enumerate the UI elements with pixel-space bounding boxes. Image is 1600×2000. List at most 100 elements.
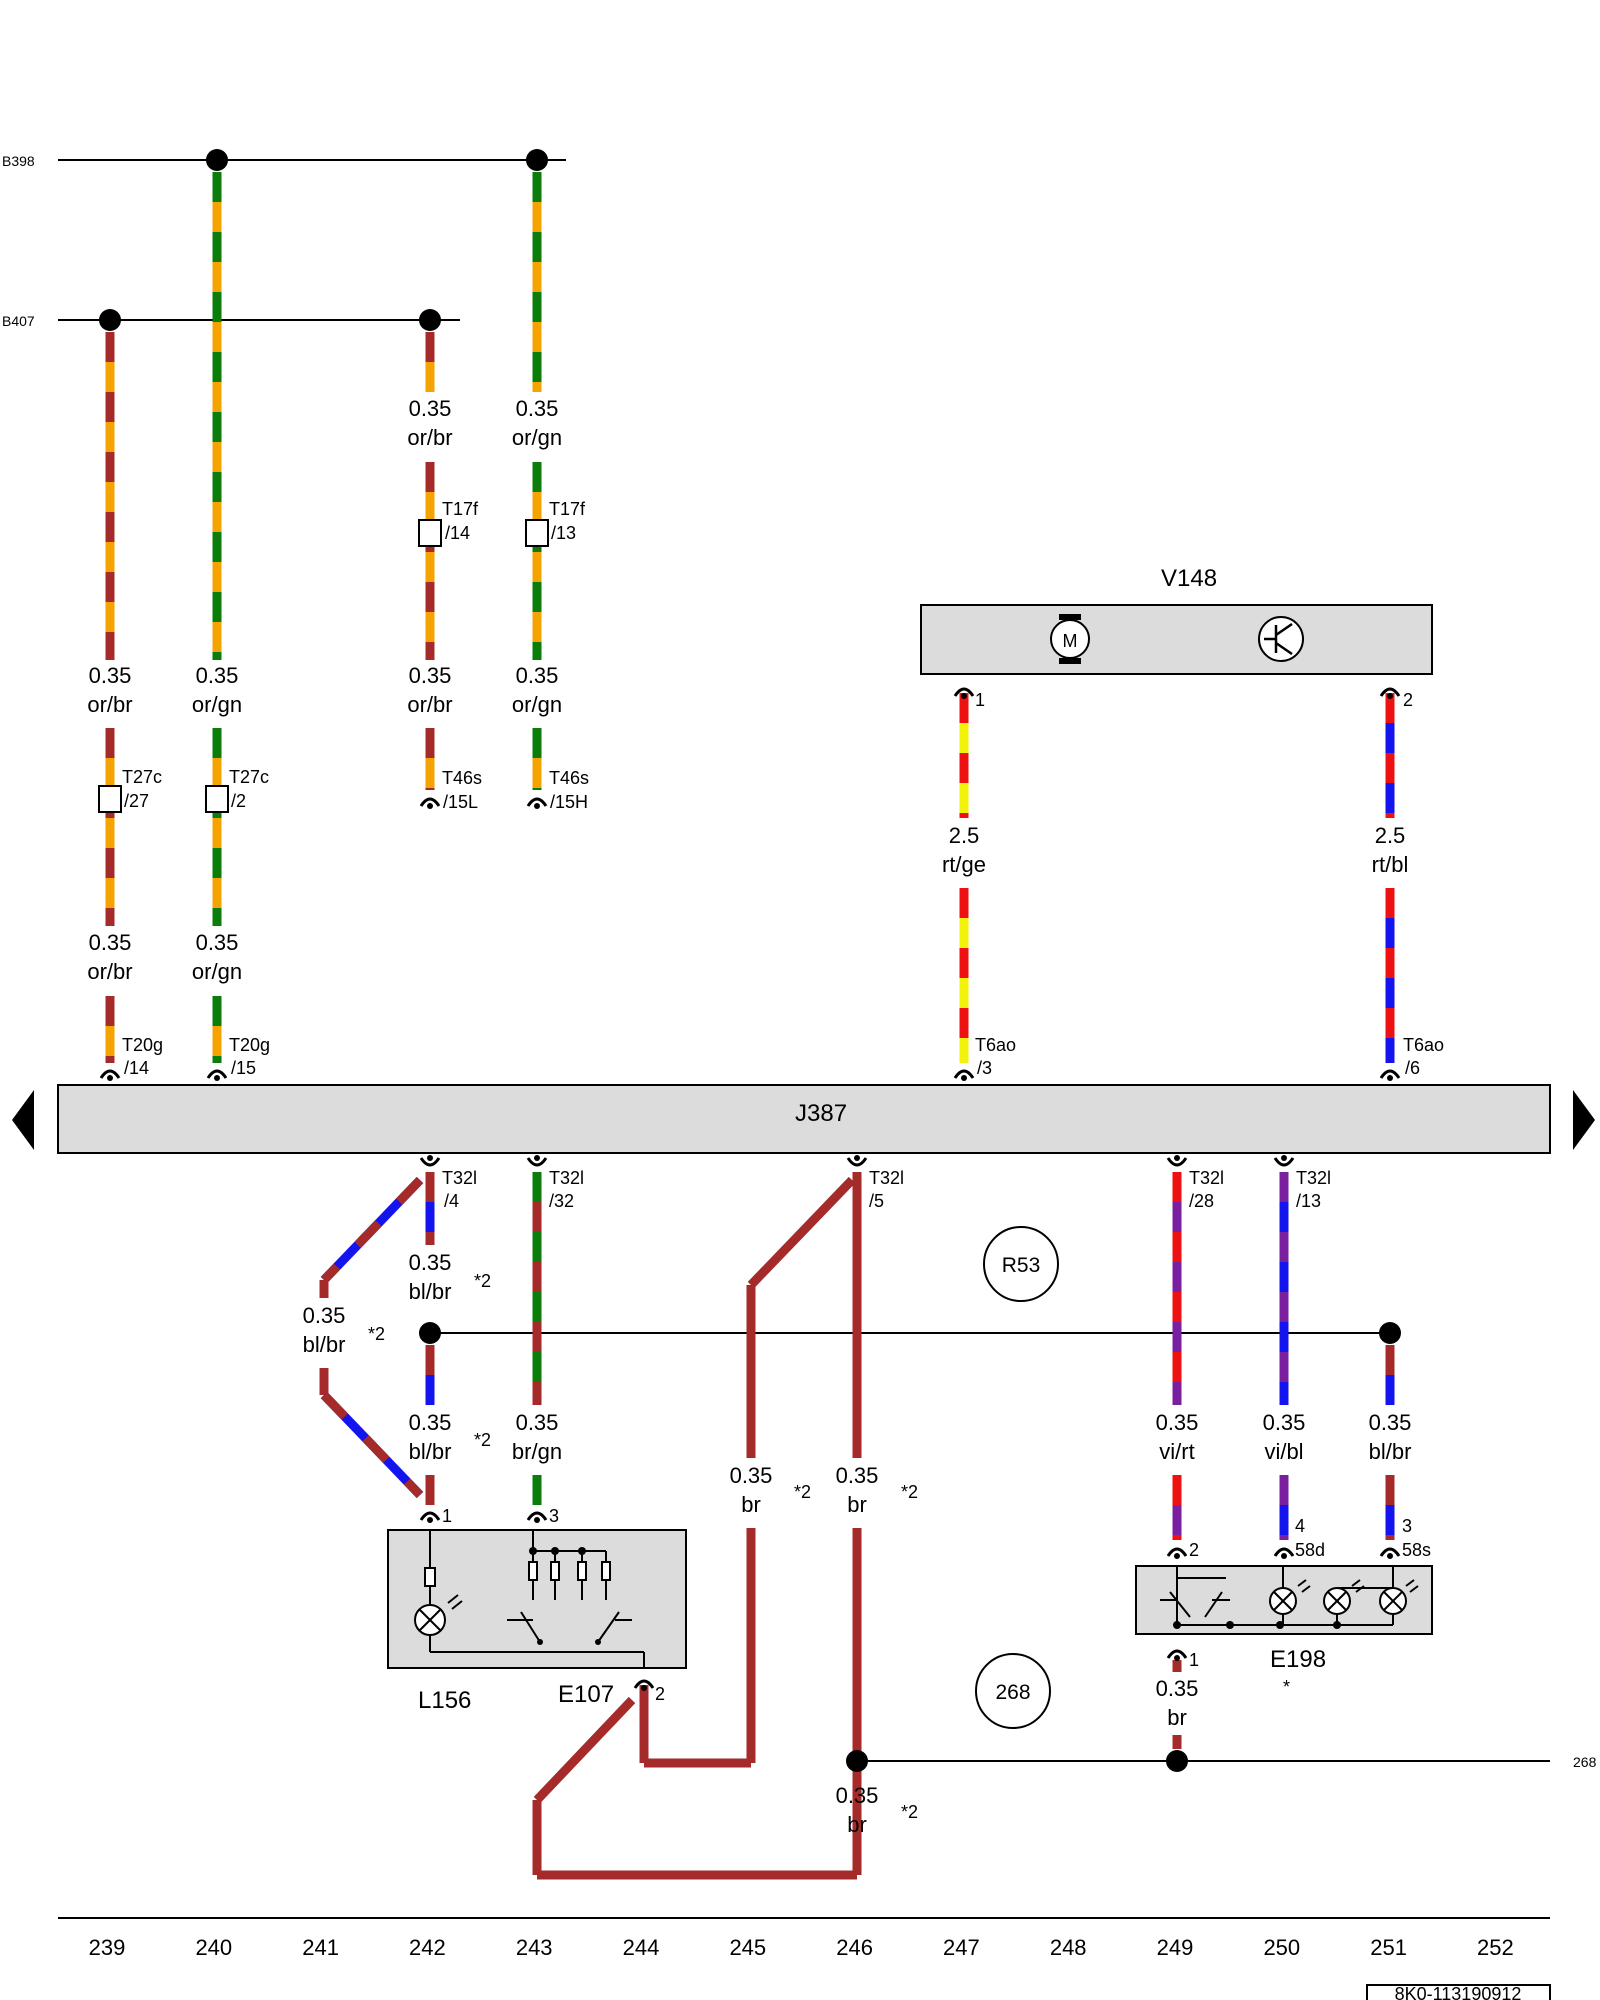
footer-column-number: 241 (302, 1935, 339, 1960)
connector-label: T27c (229, 767, 269, 787)
bus-lines (58, 159, 1550, 1919)
pin-plug (953, 687, 975, 697)
wire-size: 0.35 (516, 663, 559, 688)
pin-plug-contact (1281, 1553, 1287, 1559)
connector-label: T32l (1189, 1168, 1224, 1188)
pin-label: 3 (549, 1506, 559, 1526)
wire-color: or/br (87, 959, 132, 984)
wire-labels: 0.35 or/br 0.35 or/gn 0.35 or/br 0.35 or… (87, 396, 1411, 1837)
connector-label: T6ao (1403, 1035, 1444, 1055)
wire-size: 0.35 (89, 663, 132, 688)
r53-circle[interactable] (983, 1226, 1059, 1302)
pin-plug-contact (1174, 1655, 1180, 1661)
connector-label: /13 (1296, 1191, 1321, 1211)
wire-size: 2.5 (949, 823, 980, 848)
connector-label: T20g (229, 1035, 270, 1055)
pin-plug-contact (1174, 1155, 1180, 1161)
wire-size: 0.35 (303, 1303, 346, 1328)
wire-size: 0.35 (196, 930, 239, 955)
doc-id-box (1366, 1984, 1551, 2000)
pin-plug-contact (534, 1517, 540, 1523)
pin-plug-contact (641, 1685, 647, 1691)
inline-connector (525, 519, 549, 547)
connector-label: T32l (869, 1168, 904, 1188)
pin-plug (846, 1157, 868, 1167)
footnote-marker: *2 (368, 1324, 385, 1344)
pin-plug (526, 797, 548, 807)
wire-color: vi/bl (1264, 1439, 1303, 1464)
v148-label: V148 (1161, 565, 1217, 592)
pin-label: 1 (442, 1506, 452, 1526)
connector-label: /27 (124, 791, 149, 811)
footnote-marker: *2 (901, 1802, 918, 1822)
wire-segment (533, 1696, 636, 1804)
wire-color: bl/br (409, 1439, 452, 1464)
inline-connector (205, 785, 229, 813)
footer-column-number: 252 (1477, 1935, 1514, 1960)
wire-size: 0.35 (1156, 1676, 1199, 1701)
wire-color: or/br (87, 692, 132, 717)
inline-connector (98, 785, 122, 813)
connector-label: T32l (549, 1168, 584, 1188)
l156-label: L156 (418, 1687, 471, 1714)
pin-plug-contact (1387, 1075, 1393, 1081)
wire-size: 0.35 (1156, 1410, 1199, 1435)
wire-size: 0.35 (516, 396, 559, 421)
wire-color: bl/br (1369, 1439, 1412, 1464)
connector-label: T46s (549, 768, 589, 788)
pin-plug (1166, 1649, 1188, 1659)
pin-label: 1 (1189, 1650, 1199, 1670)
electronic-control-icon (1258, 616, 1304, 662)
connector-label: T32l (442, 1168, 477, 1188)
footnote-marker: *2 (901, 1482, 918, 1502)
wire-size: 0.35 (196, 663, 239, 688)
pin-plug (419, 797, 441, 807)
bus-b407-label: B407 (2, 313, 35, 329)
wire-color: br (847, 1492, 867, 1517)
wire-segments (105, 172, 1395, 1880)
pin-label: 3 (1402, 1516, 1412, 1536)
inline-connector (418, 519, 442, 547)
footer-column-number: 239 (89, 1935, 126, 1960)
pin-plug (633, 1679, 655, 1689)
splice-node (526, 149, 548, 171)
connector-label: /14 (124, 1058, 149, 1078)
pin-plug (1166, 1157, 1188, 1167)
connector-label: /32 (549, 1191, 574, 1211)
j387-box (57, 1084, 1551, 1154)
connector-label: T17f (442, 499, 479, 519)
wire-color: bl/br (303, 1332, 346, 1357)
v148-box (920, 604, 1433, 675)
footer-column-number: 243 (516, 1935, 553, 1960)
ref-268-circle[interactable] (975, 1653, 1051, 1729)
wire-size: 0.35 (730, 1463, 773, 1488)
wire-segment (320, 1391, 424, 1499)
splice-node (1166, 1750, 1188, 1772)
wire-color: br/gn (512, 1439, 562, 1464)
arrow-left-icon[interactable] (12, 1090, 34, 1150)
pin-plug-contact (1387, 693, 1393, 699)
footer-column-number: 249 (1157, 1935, 1194, 1960)
arrow-right-icon[interactable] (1573, 1090, 1595, 1150)
footnote-marker: *2 (474, 1430, 491, 1450)
connector-label: T20g (122, 1035, 163, 1055)
connector-label: T27c (122, 767, 162, 787)
pin-plug (1273, 1547, 1295, 1557)
footer-column-number: 242 (409, 1935, 446, 1960)
r53-label: R53 (1002, 1254, 1041, 1277)
pin-plug-contact (427, 803, 433, 809)
splice-node (846, 1750, 868, 1772)
wire-size: 2.5 (1375, 823, 1406, 848)
footnote-marker: *2 (474, 1271, 491, 1291)
pin-label: 58d (1295, 1540, 1325, 1560)
pin-plug (1273, 1157, 1295, 1167)
wire-size: 0.35 (409, 1250, 452, 1275)
connector-label: /15H (550, 792, 588, 812)
motor-icon: M (1050, 614, 1090, 664)
wire-color: or/gn (192, 959, 242, 984)
connector-label: T32l (1296, 1168, 1331, 1188)
footnotes: *2 *2 *2 *2 *2 *2 (368, 1271, 918, 1822)
connector-label: /15 (231, 1058, 256, 1078)
